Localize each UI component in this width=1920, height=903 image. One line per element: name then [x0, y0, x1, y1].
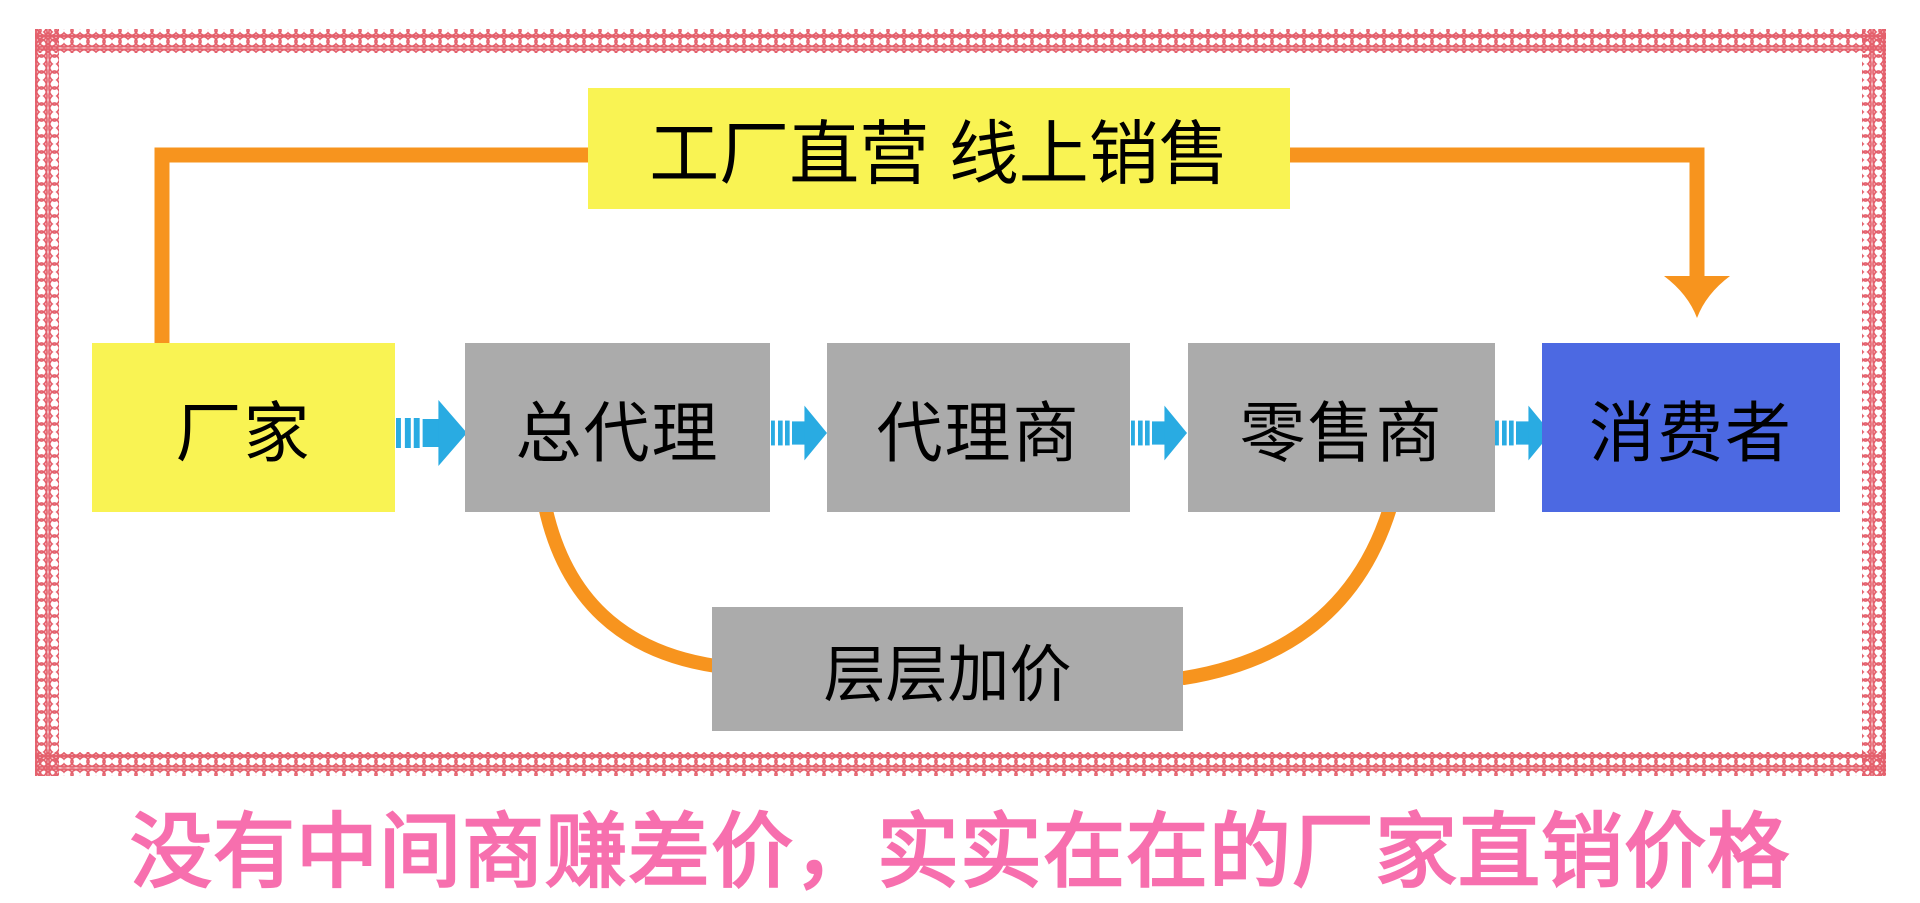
markup-box: 层层加价 — [712, 607, 1183, 731]
node-label: 零售商 — [1239, 395, 1444, 470]
flow-arrow-icon — [396, 400, 467, 466]
node-label: 厂家 — [175, 395, 312, 470]
node-label: 消费者 — [1589, 395, 1793, 470]
banner-label: 工厂直营 线上销售 — [649, 115, 1229, 193]
node-general-agent: 总代理 — [465, 343, 770, 512]
node-factory: 厂家 — [92, 343, 395, 512]
markup-curve-left — [538, 499, 723, 673]
slogan-text: 没有中间商赚差价，实实在在的厂家直销价格 — [0, 788, 1920, 900]
flow-arrow-icon — [1131, 405, 1187, 461]
flow-arrow-icon — [771, 405, 827, 461]
node-retailer: 零售商 — [1188, 343, 1495, 512]
banner-direct-sales: 工厂直营 线上销售 — [588, 88, 1290, 209]
node-label: 总代理 — [515, 395, 720, 470]
slogan-label: 没有中间商赚差价，实实在在的厂家直销价格 — [129, 806, 1790, 898]
chain-link-border — [35, 29, 1886, 776]
markup-label: 层层加价 — [823, 641, 1072, 710]
markup-curve-right — [1177, 501, 1397, 685]
node-agent: 代理商 — [827, 343, 1130, 512]
markup-route — [538, 499, 1397, 685]
node-consumer: 消费者 — [1542, 343, 1840, 512]
node-label: 代理商 — [876, 395, 1081, 470]
down-arrowhead-icon — [1664, 276, 1730, 318]
